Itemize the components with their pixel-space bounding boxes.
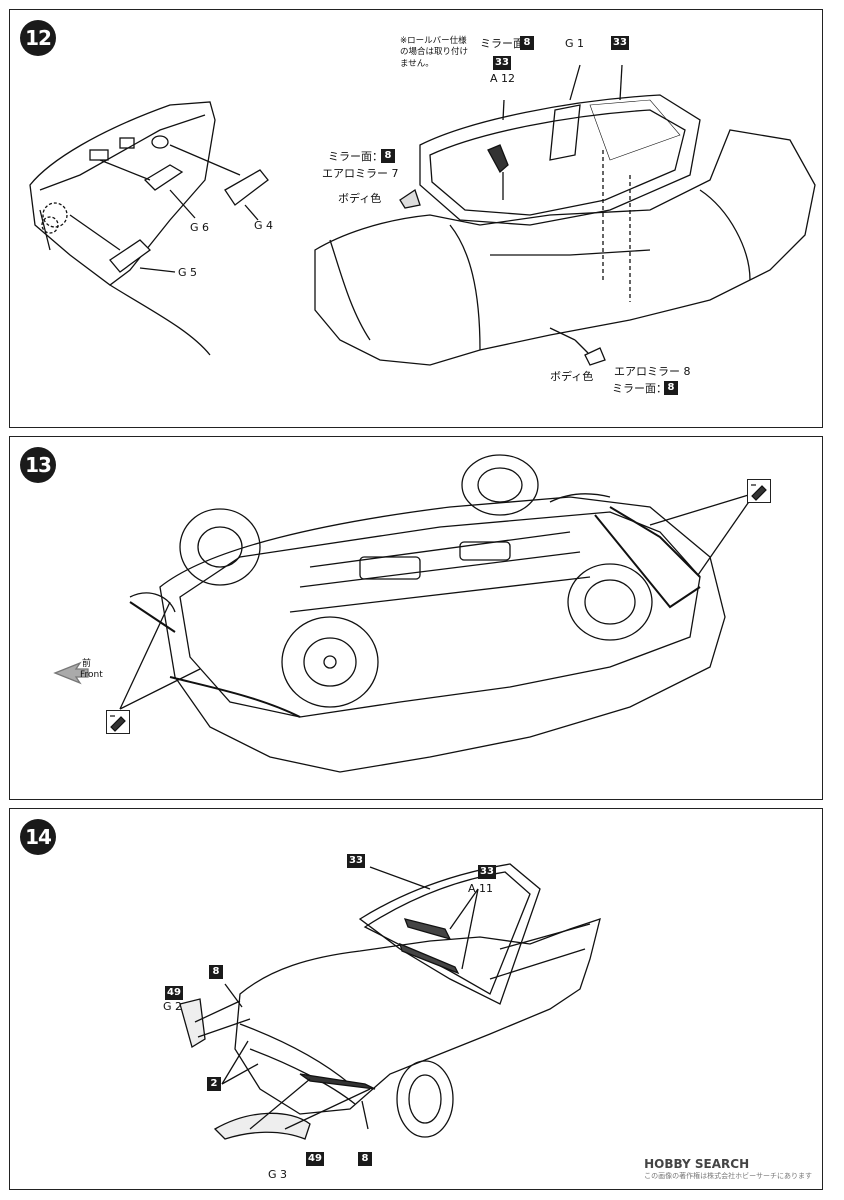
aero-mirror-7-label: エアロミラー 7 bbox=[322, 167, 399, 180]
body-color-label-2: ボディ色 bbox=[550, 370, 594, 383]
part-g3-label: G 3 bbox=[268, 1168, 288, 1181]
part-g6-label: G 6 bbox=[190, 221, 210, 234]
part-g1-label: G 1 bbox=[565, 37, 585, 50]
body-color-label: ボディ色 bbox=[338, 192, 382, 205]
paint-code-33-a12: 33 bbox=[493, 56, 511, 70]
paint-code-8-mirror8: 8 bbox=[664, 381, 678, 395]
glue-tool-icon bbox=[106, 710, 130, 734]
watermark-sub: この画像の著作権は株式会社ホビーサーチにあります bbox=[644, 1172, 812, 1180]
paint-code-2: 2 bbox=[207, 1077, 221, 1091]
part-a12-label: A 12 bbox=[490, 72, 516, 85]
step-12-panel: 12 ※ロールバー仕様 の場合は取り付け ません。 ミラー面 8 G 1 33 … bbox=[9, 9, 823, 428]
part-g2-label: G 2 bbox=[163, 1000, 183, 1013]
aero-mirror-8-label: エアロミラー 8 bbox=[614, 365, 691, 378]
paint-code-33-windshield: 33 bbox=[347, 854, 365, 868]
mirror-face-label-7: ミラー面： bbox=[328, 150, 383, 163]
part-a11-label: A 11 bbox=[468, 882, 494, 895]
paint-code-33: 33 bbox=[611, 36, 629, 50]
part-g5-label: G 5 bbox=[178, 266, 198, 279]
front-label-en: Front bbox=[80, 670, 103, 680]
step-number: 14 bbox=[20, 819, 56, 855]
part-g4-label: G 4 bbox=[254, 219, 274, 232]
paint-code-8-bumper: 8 bbox=[358, 1152, 372, 1166]
step-12-illustration bbox=[29, 64, 816, 366]
paint-code-8: 8 bbox=[520, 36, 534, 50]
paint-code-49-g2: 49 bbox=[165, 986, 183, 1000]
paint-code-49-g3: 49 bbox=[306, 1152, 324, 1166]
rollbar-note: ※ロールバー仕様 の場合は取り付け ません。 bbox=[400, 36, 469, 69]
step-13-panel: 13 前 Front bbox=[9, 436, 823, 800]
glue-tool-icon-2 bbox=[747, 479, 771, 503]
step-number: 13 bbox=[20, 447, 56, 483]
paint-code-8-grille: 8 bbox=[209, 965, 223, 979]
front-label-jp: 前 bbox=[82, 659, 92, 669]
step-14-panel: 14 33 33 A 11 8 49 G 2 2 49 8 G 3 HOBBY … bbox=[9, 808, 823, 1190]
mirror-face-label: ミラー面 bbox=[480, 37, 524, 50]
paint-code-33-wiper: 33 bbox=[478, 865, 496, 879]
mirror-face-label-8: ミラー面： bbox=[612, 382, 667, 395]
step-number: 12 bbox=[20, 20, 56, 56]
hobby-search-watermark: HOBBY SEARCH この画像の著作権は株式会社ホビーサーチにあります bbox=[644, 1157, 812, 1181]
step-13-illustration bbox=[53, 454, 756, 773]
paint-code-8-mirror7: 8 bbox=[381, 149, 395, 163]
watermark-brand: HOBBY SEARCH bbox=[644, 1157, 750, 1171]
step-14-illustration bbox=[179, 863, 601, 1140]
